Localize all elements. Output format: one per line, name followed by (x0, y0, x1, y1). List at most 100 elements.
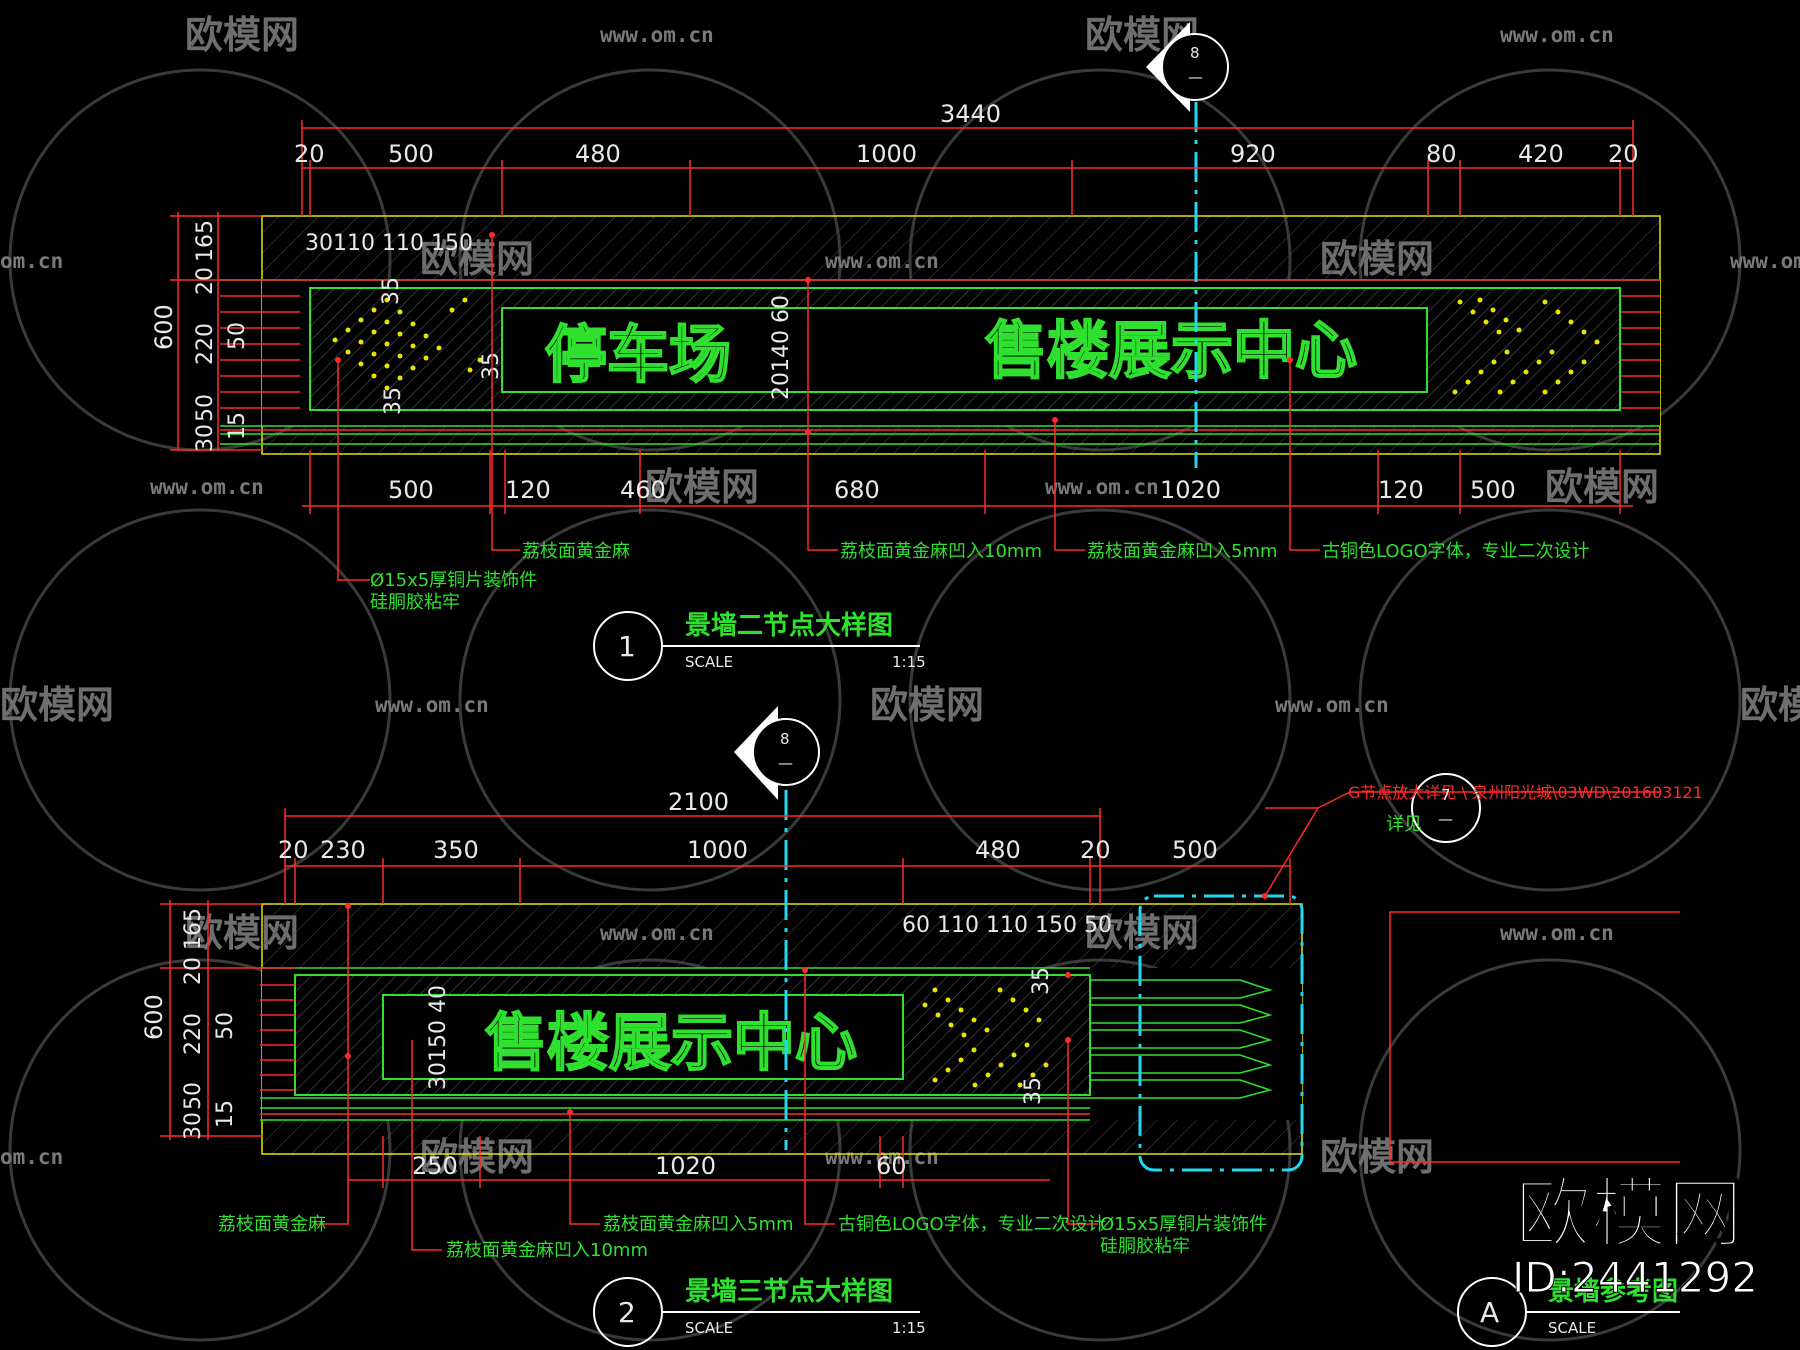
dim-left-1: 165 (181, 908, 206, 950)
dim-left-2: 20 (193, 267, 218, 295)
reference-image-frame (1389, 911, 1680, 1163)
note-granite-10mm: 荔枝面黄金麻凹入10mm (840, 541, 1042, 562)
scale-label: SCALE (685, 653, 733, 671)
bottom-dimension-lines (348, 1136, 1050, 1188)
watermark-logo-block: 欧模网 ID:2441292 (1512, 1168, 1759, 1303)
watermark-brand: 欧模网 (1320, 1135, 1434, 1179)
dim-left-2: 20 (181, 957, 206, 985)
sign-text-sales-center: 售楼展示中心 (985, 314, 1357, 387)
dim-bottom-1: 250 (412, 1152, 458, 1180)
section-dash: — (778, 754, 793, 772)
dim-top-2: 230 (320, 836, 366, 864)
dim-top-5: 920 (1230, 140, 1276, 168)
dim-top-3: 480 (575, 140, 621, 168)
dim-top-2: 500 (388, 140, 434, 168)
top-dimension-lines (301, 120, 1634, 216)
dim-bottom-1: 500 (388, 476, 434, 504)
section-marker-8-top: 8 — (1146, 22, 1229, 112)
dim-left-7: 30 (181, 1112, 206, 1140)
scale-label: SCALE (1548, 1319, 1596, 1337)
reference-see: 详见 (1386, 814, 1422, 835)
dim-bottom-4: 680 (834, 476, 880, 504)
note-copper-piece: Ø15x5厚铜片装饰件 (370, 570, 537, 591)
scale-label: SCALE (685, 1319, 733, 1337)
left-dimension-lines (170, 212, 262, 451)
dim-left-1: 165 (193, 220, 218, 262)
leader-dots (335, 232, 1293, 435)
reference-dash: — (1438, 810, 1453, 828)
detail-1: 停车场 售楼展示中心 8 — 3440 20 500 480 1000 920 … (150, 22, 1661, 681)
dim-top-1: 20 (278, 836, 309, 864)
dim-inner-vertical: 30150 40 (426, 985, 451, 1090)
detail-number: 2 (618, 1296, 636, 1329)
leader-lines (318, 906, 1098, 1251)
text-panel (382, 994, 904, 1080)
dim-bottom-2: 120 (505, 476, 551, 504)
note-copper-glue: 硅胴胶粘牢 (1100, 1236, 1190, 1257)
text-panel (501, 307, 1428, 393)
note-granite-5mm: 荔枝面黄金麻凹入5mm (1087, 541, 1278, 562)
watermark-url: www.om.cn (600, 23, 714, 47)
watermark-url: www.om.cn (1045, 475, 1159, 499)
dim-35: 35 (1029, 967, 1054, 995)
wall-red-lines (160, 967, 1090, 1115)
watermark-url: www.om.cn (1730, 249, 1800, 273)
dim-top-7: 420 (1518, 140, 1564, 168)
copper-dots-right (1452, 297, 1600, 395)
dim-total-width: 2100 (668, 788, 729, 816)
watermark-brand: 欧模网 (185, 13, 299, 57)
note-logo: 古铜色LOGO字体，专业二次设计 (838, 1214, 1106, 1235)
dim-bottom-3: 60 (876, 1152, 907, 1180)
watermark-url-short: om.cn (0, 1145, 63, 1169)
watermark-url: www.om.cn (150, 475, 264, 499)
dim-top-7: 500 (1172, 836, 1218, 864)
stone-fingers (1090, 979, 1273, 1099)
scale-value: 1:15 (892, 653, 926, 671)
dim-bottom-3: 460 (620, 476, 666, 504)
note-granite: 荔枝面黄金麻 (218, 1214, 326, 1235)
watermark-url: www.om.cn (1500, 23, 1614, 47)
dim-left-6: 15 (225, 412, 250, 440)
top-dimension-lines (284, 808, 1291, 904)
watermark-brand: 欧模网 (1740, 683, 1800, 727)
dim-top-4: 1000 (687, 836, 748, 864)
dim-top-5: 480 (975, 836, 1021, 864)
wall-red-lines (170, 279, 1660, 431)
leader-lines (337, 235, 1320, 581)
detail-title: 景墙三节点大样图 (685, 1276, 893, 1307)
watermark-url: www.om.cn (1275, 693, 1389, 717)
detail-reference-callout: G节点放大详见 \ 泉州阳光城\03WD\201603121 详见 7 — (1262, 773, 1703, 899)
watermark-url: www.om.cn (1500, 921, 1614, 945)
dim-left-3: 220 (193, 323, 218, 365)
dim-top-6: 20 (1080, 836, 1111, 864)
section-number: 8 (780, 730, 790, 748)
section-number: 8 (1190, 44, 1200, 62)
dim-left-total: 600 (150, 304, 178, 350)
detail-callout-box (1138, 894, 1304, 1172)
watermark-brand: 欧模网 (870, 683, 984, 727)
watermark-id: ID:2441292 (1512, 1253, 1758, 1302)
wall-bands (260, 967, 1090, 1121)
dim-left-3: 220 (181, 1013, 206, 1055)
dim-35: 35 (381, 387, 406, 415)
dim-inner-row: 60 110 110 150 50 (902, 913, 1112, 938)
dim-inner-vertical: 20140 60 (769, 295, 794, 400)
watermark-url: www.om.cn (375, 693, 489, 717)
dim-top-1: 20 (294, 140, 325, 168)
copper-dots (922, 987, 1049, 1088)
leader-dots (345, 903, 1071, 1115)
left-dimension-lines (160, 900, 262, 1140)
detail-a: A 景墙参考图 SCALE (1389, 911, 1680, 1347)
dim-left-5: 50 (181, 1082, 206, 1110)
detail-number: 1 (618, 630, 636, 663)
dim-left-4: 50 (225, 322, 250, 350)
note-granite-5mm: 荔枝面黄金麻凹入5mm (603, 1214, 794, 1235)
reference-note: G节点放大详见 \ 泉州阳光城\03WD\201603121 (1348, 783, 1703, 802)
dim-left-4: 50 (213, 1012, 238, 1040)
dim-top-8: 20 (1608, 140, 1639, 168)
dim-left-total: 600 (140, 994, 168, 1040)
note-copper-glue: 硅胴胶粘牢 (370, 592, 460, 613)
scale-value: 1:15 (892, 1319, 926, 1337)
